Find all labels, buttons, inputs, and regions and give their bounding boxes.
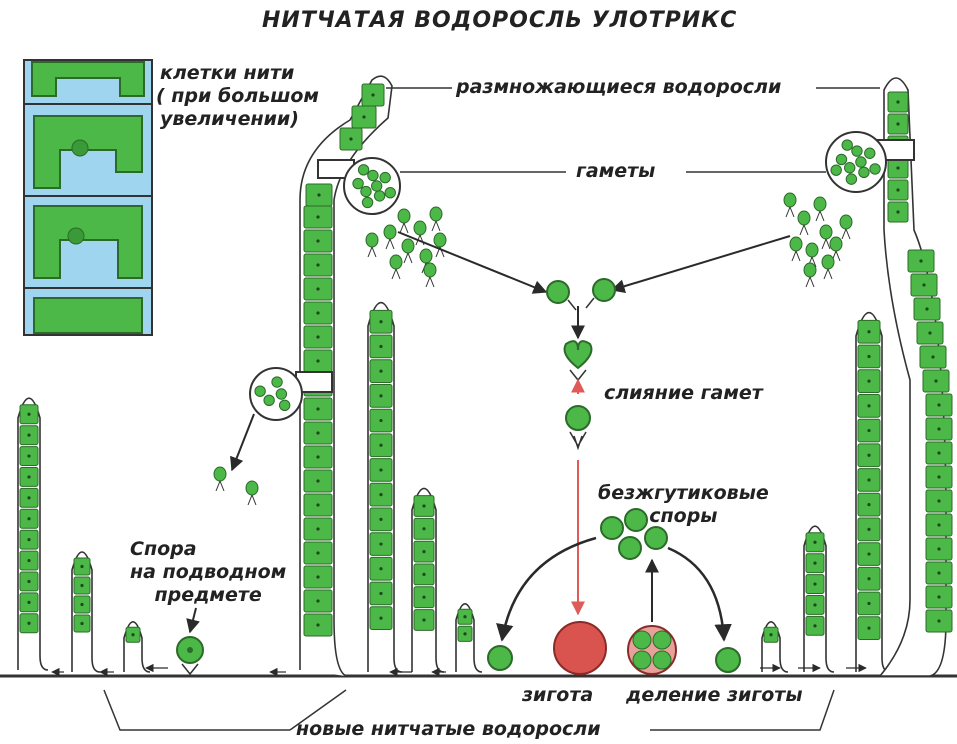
gamete: [264, 395, 274, 405]
filament-tall: [856, 313, 890, 672]
gamete: [362, 197, 372, 207]
label-gametes: гаметы: [576, 160, 655, 183]
flagellate-gamete: [402, 239, 414, 263]
reproducing-filament-right: [880, 78, 952, 676]
label-line: увеличении): [160, 108, 319, 131]
filament-left-tall: [18, 398, 48, 670]
label-cells-magnified: клетки нити ( при большом увеличении): [160, 62, 319, 130]
label-line: на подводном: [130, 561, 286, 584]
filament-young: [72, 552, 100, 672]
flagellate-gamete: [790, 237, 802, 261]
magnified-cell: [34, 298, 142, 333]
flagellate-gamete: [246, 481, 258, 505]
label-zygote: зигота: [522, 684, 593, 707]
gamete: [353, 178, 363, 188]
gamete: [276, 389, 286, 399]
flagellate-gamete: [784, 193, 796, 217]
label-new-filaments: новые нитчатые водоросли: [296, 718, 601, 741]
flagellate-gamete: [814, 197, 826, 221]
gamete: [385, 187, 395, 197]
flagellate-gamete: [398, 209, 410, 233]
gamete: [279, 400, 289, 410]
label-spore-on-object: Спора на подводном предмете: [130, 538, 286, 606]
flagellate-gamete: [804, 263, 816, 287]
flagellate-gamete: [798, 211, 810, 235]
gamete: [865, 148, 875, 158]
spore-on-object: [177, 637, 203, 674]
flagellate-gamete: [840, 215, 852, 239]
gamete-pair: [547, 279, 615, 310]
filament-young: [762, 622, 788, 672]
zygote: [554, 622, 606, 674]
label-reproducing: размножающиеся водоросли: [456, 76, 781, 99]
filament-young: [456, 604, 482, 672]
gamete: [870, 164, 880, 174]
magnified-cells-inset: [24, 60, 152, 335]
gamete: [836, 154, 846, 164]
gamete: [368, 170, 378, 180]
flagellate-gamete: [424, 263, 436, 287]
flagellate-gamete: [430, 207, 442, 231]
label-zygote-division: деление зиготы: [626, 684, 803, 707]
label-line: ( при большом: [156, 85, 319, 108]
flagellate-gamete: [390, 255, 402, 279]
label-aflagellate-spores: безжгутиковые споры: [598, 482, 769, 528]
quadriflagellate-zygote: [566, 406, 590, 448]
label-line: предмете: [130, 584, 286, 607]
dividing-zygote: [628, 626, 676, 674]
gamete: [859, 167, 869, 177]
label-line: клетки нити: [160, 62, 319, 85]
flagellate-gamete: [214, 467, 226, 491]
filament-tall: [368, 303, 402, 672]
settled-spore: [716, 648, 740, 672]
label-fusion: слияние гамет: [604, 382, 763, 405]
label-line: споры: [598, 505, 769, 528]
gamete: [358, 165, 368, 175]
filament-medium: [804, 526, 834, 672]
settled-spore: [488, 646, 512, 670]
gamete: [852, 146, 862, 156]
gamete: [361, 186, 371, 196]
flagellate-gamete: [384, 225, 396, 249]
gamete: [845, 163, 855, 173]
gamete: [374, 191, 384, 201]
gamete: [372, 181, 382, 191]
label-line: Спора: [130, 538, 286, 561]
gamete: [846, 174, 856, 184]
gamete: [831, 165, 841, 175]
filament-medium: [412, 488, 444, 672]
gamete: [842, 140, 852, 150]
diagram-title: НИТЧАТАЯ ВОДОРОСЛЬ УЛОТРИКС: [262, 8, 737, 34]
flagellate-gamete: [366, 233, 378, 257]
flagellate-gamete: [434, 233, 446, 257]
filament-young: [124, 622, 150, 672]
fused-gamete: [565, 341, 592, 380]
gamete: [255, 386, 265, 396]
gamete: [380, 172, 390, 182]
gamete: [856, 157, 866, 167]
label-line: безжгутиковые: [598, 482, 769, 505]
flagellate-gamete: [822, 255, 834, 279]
gamete: [272, 377, 282, 387]
